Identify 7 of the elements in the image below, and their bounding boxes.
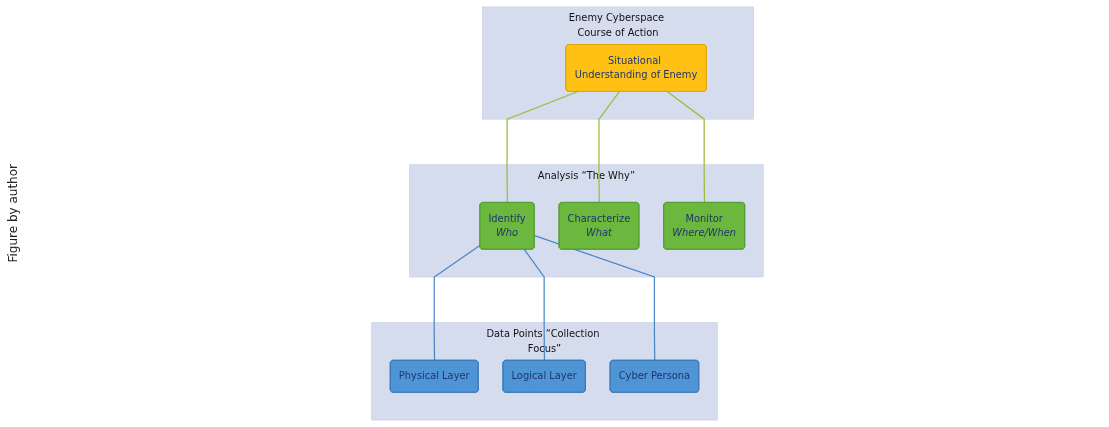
connector xyxy=(523,248,546,362)
connector xyxy=(433,244,481,362)
connector xyxy=(506,91,578,204)
connector xyxy=(534,235,656,362)
connector xyxy=(598,91,620,204)
connector xyxy=(666,91,706,204)
figure-caption: Figure by author xyxy=(6,164,20,263)
